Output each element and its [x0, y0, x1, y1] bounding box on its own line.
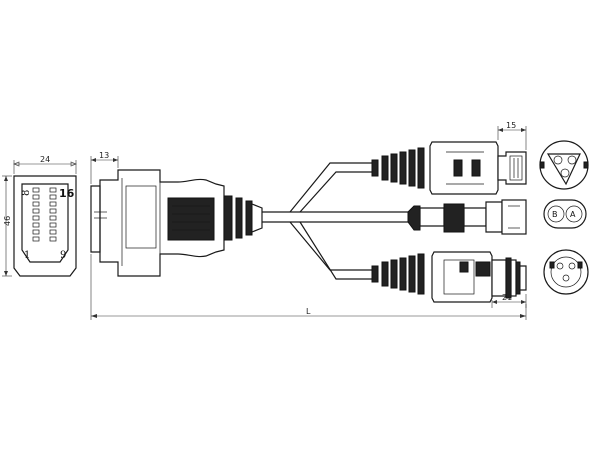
bottom-connector: [371, 251, 527, 303]
obd-pin-label-top-left: 8: [21, 190, 32, 196]
dimension-width-front: 24: [13, 155, 77, 174]
round-connector-pin-a: A: [570, 210, 576, 219]
dimension-obd-overhang: 13: [90, 151, 119, 184]
dimension-overall-length: L: [90, 254, 527, 320]
top-connector: [371, 141, 527, 195]
obd-pin-label-bottom-right: 9: [60, 250, 66, 261]
dimension-bottom-connector-label: 21: [502, 293, 512, 302]
dimension-width-front-label: 24: [40, 155, 50, 164]
middle-connector: [407, 199, 527, 235]
bottom-connector-end-view: [543, 249, 589, 295]
round-connector-pin-b: B: [552, 210, 558, 219]
obd-front-view: 8 16 1 9: [13, 175, 77, 277]
top-connector-end-view: [539, 140, 589, 190]
dimension-height-front-label: 46: [3, 216, 12, 226]
obd-pin-label-top-right: 16: [59, 187, 75, 200]
obd-pin-label-bottom-left: 1: [24, 250, 30, 261]
middle-connector-end-view: B A: [543, 199, 587, 229]
dimension-height-front: 46: [2, 175, 12, 277]
dimension-obd-overhang-label: 13: [99, 151, 109, 160]
dimension-overall-length-label: L: [306, 307, 311, 316]
dimension-top-connector-label: 15: [506, 121, 516, 130]
obd-pin-grid: [32, 187, 57, 242]
dimension-top-connector: 15: [497, 121, 527, 150]
cable-branches: [262, 162, 408, 280]
obd-side-view: [90, 169, 263, 277]
